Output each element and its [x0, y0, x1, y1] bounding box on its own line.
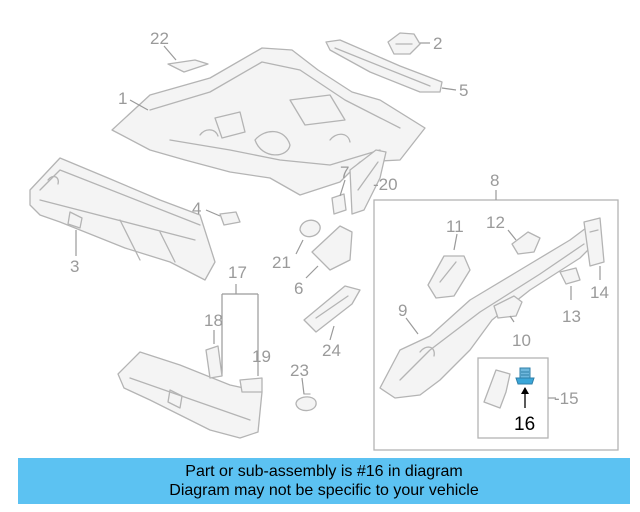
part-24-extension: [303, 285, 361, 333]
callout-14: 14: [590, 283, 609, 302]
callout-6: 6: [294, 279, 303, 298]
part-3-rear-panel: [29, 157, 216, 281]
part-23-plug: [295, 393, 317, 412]
part-7-bracket: [331, 193, 347, 215]
part-9-frame-rail: [379, 227, 593, 399]
info-banner: Part or sub-assembly is #16 in diagram D…: [18, 458, 630, 504]
part-5-cross-rail: [325, 39, 443, 93]
callout-17: 17: [228, 263, 247, 282]
callout-10: 10: [512, 331, 531, 350]
part-17-cross-member: [117, 345, 263, 439]
callout-13: 13: [562, 307, 581, 326]
callout-16: 16: [514, 414, 535, 435]
part-4-bracket: [219, 211, 241, 226]
callout-18: 18: [204, 311, 223, 330]
part-1-rear-floor-pan: [111, 47, 426, 196]
callout-12: 12: [486, 213, 505, 232]
callout-24: 24: [322, 341, 341, 360]
callout-5: 5: [459, 81, 468, 100]
banner-line-1: Part or sub-assembly is #16 in diagram: [185, 463, 463, 480]
callout-9: 9: [398, 301, 407, 320]
callout-2: 2: [433, 34, 442, 53]
callout-21: 21: [272, 253, 291, 272]
part-16-bolt-highlighted: [515, 367, 535, 385]
parts-diagram: 1 2 22 5 3 4 7 -20: [29, 29, 619, 451]
part-20-pillar: [349, 149, 387, 215]
part-21-grommet: [299, 219, 321, 238]
part-2-bracket: [387, 32, 421, 55]
callout-19: 19: [252, 347, 271, 366]
callout-1: 1: [118, 89, 127, 108]
callout-11: 11: [446, 217, 464, 236]
part-22-patch: [167, 59, 209, 73]
callout-15: -15: [554, 389, 579, 408]
part-10-bracket: [493, 295, 523, 319]
part-15-bracket: [483, 369, 511, 409]
callout-8: 8: [490, 171, 499, 190]
part-13-bracket: [559, 267, 581, 285]
banner-line-2: Diagram may not be specific to your vehi…: [169, 482, 479, 499]
callout-22: 22: [150, 29, 169, 48]
callout-3: 3: [70, 257, 79, 276]
callout-4: 4: [192, 199, 201, 218]
part-12-bracket: [511, 231, 541, 255]
callout-20: -20: [373, 175, 398, 194]
arrow-up-icon: [521, 387, 529, 394]
part-11-patch: [427, 255, 471, 299]
callout-23: 23: [290, 361, 309, 380]
part-14-plate: [583, 217, 605, 267]
callout-7: 7: [340, 163, 349, 182]
part-6-bracket: [311, 225, 353, 271]
